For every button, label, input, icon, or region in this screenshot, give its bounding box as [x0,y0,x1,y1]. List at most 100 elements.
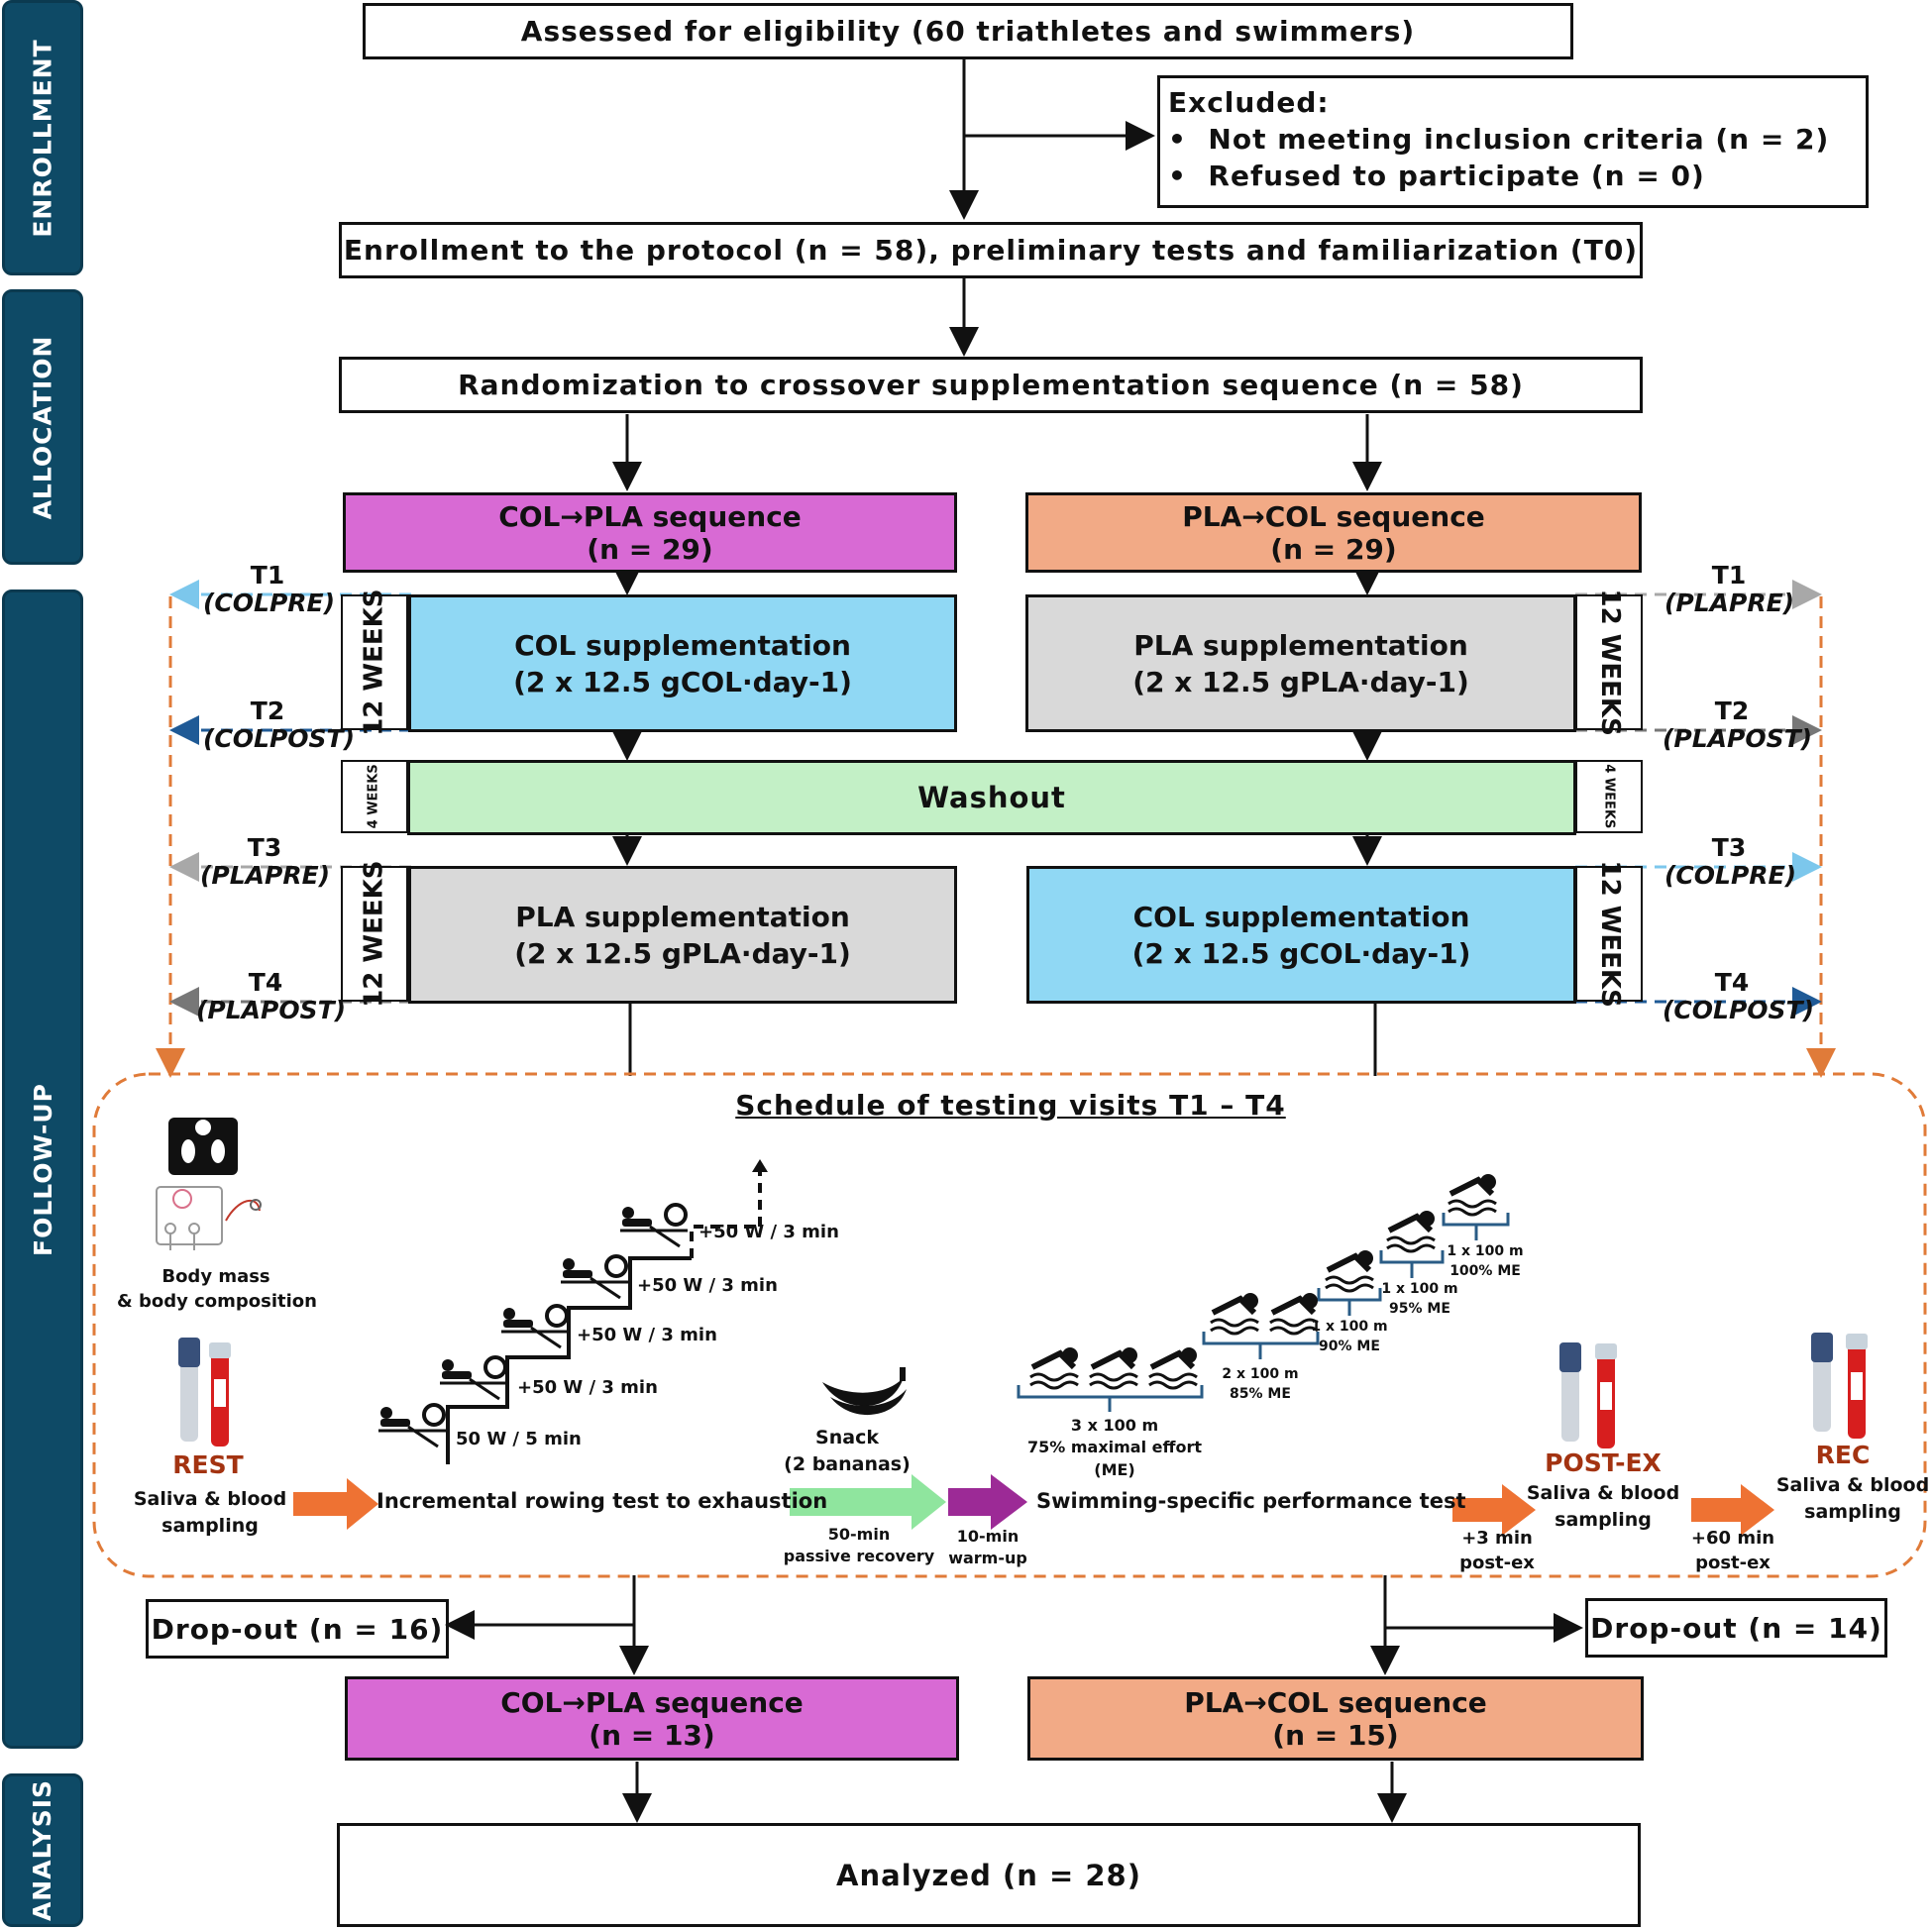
dropout-left-box: Drop-out (n = 16) [146,1599,449,1659]
green-arrow-recovery [790,1474,946,1530]
body-composition-label: Body mass& body composition [117,1266,317,1313]
snack-label: Snack(2 bananas) [784,1427,911,1475]
post-ex-title: POST-EX [1545,1448,1662,1477]
period1-left-dose: (2 x 12.5 gCOL·day-1) [513,665,852,698]
randomization-box: Randomization to crossover supplementati… [339,357,1643,413]
period1-right-box: PLA supplementation (2 x 12.5 gPLA·day-1… [1025,594,1576,732]
t4-left-label: T4(PLAPOST) [196,968,347,1024]
excluded-box: Excluded: • Not meeting inclusion criter… [1157,75,1869,208]
weeks-12-p2-right: 12 WEEKS [1575,860,1643,1008]
period1-right-title: PLA supplementation [1133,628,1468,662]
period2-right-dose: (2 x 12.5 gCOL·day-1) [1131,936,1471,970]
washout-text: Washout [917,781,1066,814]
seq-left-box: COL→PLA sequence (n = 29) [343,492,957,573]
swim-brackets [1017,1213,1510,1412]
period1-left-title: COL supplementation [514,628,851,662]
phase-analysis: ANALYSIS [2,1773,83,1927]
orange-arrow-post-ex [1452,1484,1536,1536]
t4-right-label: T4(COLPOST) [1663,968,1815,1024]
t3-right-label: T3(COLPRE) [1664,833,1797,890]
washout-box: Washout [407,760,1576,835]
rest-title: REST [172,1450,244,1479]
final-left-title: COL→PLA sequence [500,1685,804,1719]
excluded-title: Excluded: [1168,86,1330,119]
period2-left-box: PLA supplementation (2 x 12.5 gPLA·day-1… [408,866,957,1004]
orange-arrow-rec [1691,1484,1774,1536]
step-label-4: +50 W / 3 min [637,1275,778,1296]
rowing-test-label: Incremental rowing test to exhaustion [376,1489,828,1513]
test-tubes-post-ex-icon [1559,1342,1617,1448]
swim-test-label: Swimming-specific performance test [1036,1489,1466,1513]
seq-right-title: PLA→COL sequence [1182,499,1485,533]
rower-icons [378,1203,688,1448]
weeks-12-p1-left: 12 WEEKS [341,589,408,736]
t1-right-label: T1(PLAPRE) [1664,561,1795,617]
period1-right-dose: (2 x 12.5 gPLA·day-1) [1132,665,1469,698]
orange-arrow-rest [293,1478,378,1530]
weeks-12-p1-right: 12 WEEKS [1575,589,1643,736]
schedule-title: Schedule of testing visits T1 – T4 [735,1089,1286,1122]
scale-icon [168,1118,238,1175]
seq-left-title: COL→PLA sequence [498,499,802,533]
body-composition-icon [156,1186,262,1250]
excluded-item-1: • Not meeting inclusion criteria (n = 2) [1168,123,1830,156]
purple-arrow-warmup [948,1474,1027,1530]
t2-right-label: T2(PLAPOST) [1663,697,1813,753]
seq-right-box: PLA→COL sequence (n = 29) [1025,492,1642,573]
dropout-right-box: Drop-out (n = 14) [1585,1598,1887,1658]
period2-left-dose: (2 x 12.5 gPLA·day-1) [514,936,851,970]
rec-title: REC [1815,1441,1871,1469]
seq-left-n: (n = 29) [587,532,713,566]
phase-allocation: ALLOCATION [2,289,83,565]
step-label-2: +50 W / 3 min [517,1377,658,1398]
step-label-1: 50 W / 5 min [456,1429,582,1449]
process-arrows [293,1474,1774,1536]
seq-right-n: (n = 29) [1270,532,1397,566]
swimmer-icons [1029,1174,1497,1390]
period2-right-box: COL supplementation (2 x 12.5 gCOL·day-1… [1026,866,1576,1004]
final-right-box: PLA→COL sequence (n = 15) [1027,1676,1644,1761]
phase-enrollment: ENROLLMENT [2,0,83,275]
final-left-n: (n = 13) [589,1718,715,1752]
period2-left-title: PLA supplementation [515,900,850,933]
test-tubes-rec-icon [1811,1333,1868,1439]
analyzed-box: Analyzed (n = 28) [337,1823,1641,1927]
step-label-3: +50 W / 3 min [577,1325,717,1345]
dropout-right-text: Drop-out (n = 14) [1590,1611,1882,1645]
dropout-left-text: Drop-out (n = 16) [151,1612,444,1646]
test-tubes-rest-icon [178,1338,231,1447]
eligibility-text: Assessed for eligibility (60 triathletes… [520,15,1416,48]
weeks-4-right: 4 WEEKS [1575,760,1643,833]
period2-right-title: COL supplementation [1132,900,1470,933]
analyzed-text: Analyzed (n = 28) [836,1858,1141,1892]
excluded-item-2: • Refused to participate (n = 0) [1168,160,1705,192]
schedule-frame [92,1072,1927,1578]
final-right-n: (n = 15) [1272,1718,1399,1752]
phase-follow-up: FOLLOW-UP [2,590,83,1749]
t3-left-label: T3(PLAPRE) [200,833,331,890]
rowing-staircase [446,1159,768,1464]
period1-left-box: COL supplementation (2 x 12.5 gCOL·day-1… [408,594,957,732]
t1-left-label: T1(COLPRE) [203,561,336,617]
eligibility-box: Assessed for eligibility (60 triathletes… [363,3,1573,59]
final-right-title: PLA→COL sequence [1184,1685,1487,1719]
weeks-12-p2-left: 12 WEEKS [341,860,408,1008]
enrollment-box: Enrollment to the protocol (n = 58), pre… [339,222,1643,278]
enrollment-text: Enrollment to the protocol (n = 58), pre… [343,234,1639,267]
final-left-box: COL→PLA sequence (n = 13) [345,1676,959,1761]
t2-left-label: T2(COLPOST) [203,697,356,753]
